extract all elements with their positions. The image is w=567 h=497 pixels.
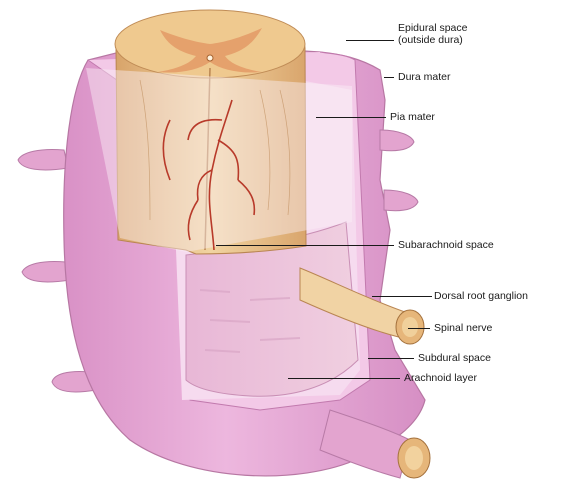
right-root-stubs [380,130,418,211]
label-subdural-space: Subdural space [418,352,491,364]
label-epidural-space: Epidural space (outside dura) [398,22,467,46]
leader-line-arachnoid [288,378,400,379]
leader-line-subdural [368,358,414,359]
leader-line-epidural [346,40,394,41]
leader-line-dura [384,77,394,78]
leader-line-subarachnoid [216,245,394,246]
leader-line-pia [316,117,386,118]
label-epidural-line2: (outside dura) [398,34,467,46]
leader-line-spinal-nerve [408,328,430,329]
leader-line-dorsal-root [372,296,432,297]
label-pia-mater: Pia mater [390,111,435,123]
label-dura-mater: Dura mater [398,71,451,83]
label-epidural-line1: Epidural space [398,22,467,34]
label-arachnoid-layer: Arachnoid layer [404,372,477,384]
central-canal [207,55,213,61]
label-spinal-nerve: Spinal nerve [434,322,492,334]
label-subarachnoid-space: Subarachnoid space [398,239,494,251]
pia-mater-sheet [86,68,352,252]
label-dorsal-root-ganglion: Dorsal root ganglion [434,290,528,302]
